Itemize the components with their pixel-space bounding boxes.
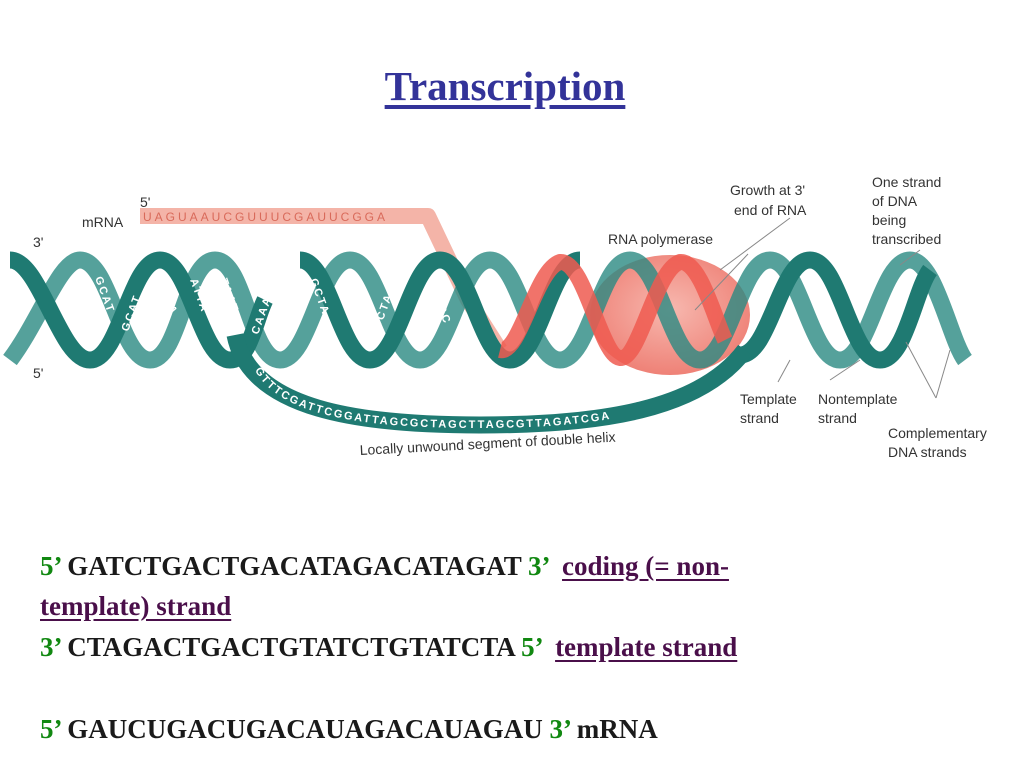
template-3prime: 3’ xyxy=(40,632,61,662)
nontemplate-label-2: strand xyxy=(818,410,857,426)
mrna-sequence-text: GAUCUGACUGACAUAGACAUAGAU xyxy=(67,714,543,744)
complementary-label-1: Complementary xyxy=(888,425,987,441)
mrna-line: 5’ GAUCUGACUGACAUAGACAUAGAU 3’ mRNA xyxy=(40,709,658,749)
three-prime-left-label: 3' xyxy=(33,234,43,250)
template-5prime: 5’ xyxy=(521,632,542,662)
coding-strand-line: 5’ GATCTGACTGACATAGACATAGAT 3’ coding (=… xyxy=(40,546,729,586)
template-strand-line: 3’ CTAGACTGACTGTATCTGTATCTA 5’ template … xyxy=(40,627,737,667)
growth-label-2: end of RNA xyxy=(734,202,807,218)
growth-label-1: Growth at 3' xyxy=(730,182,805,198)
coding-3prime: 3’ xyxy=(528,551,549,581)
coding-strand-link-2[interactable]: template) strand xyxy=(40,591,232,621)
mrna-5prime: 5’ xyxy=(40,714,61,744)
page-title: Transcription xyxy=(384,63,626,109)
mrna-sequence: UAGUAAUCGUUUCGAUUCGGA xyxy=(143,210,388,224)
coding-strand-link[interactable]: coding (= non- xyxy=(562,551,729,581)
rna-polymerase-label: RNA polymerase xyxy=(608,231,713,247)
five-prime-left-label: 5' xyxy=(33,365,43,381)
nontemplate-label-1: Nontemplate xyxy=(818,391,898,407)
dna-strand-front-2 xyxy=(297,251,583,369)
dna-strand-back xyxy=(3,251,973,369)
unwound-loop-strand xyxy=(226,332,752,434)
helix-bases-10: ATCGC xyxy=(425,277,453,326)
transcription-diagram: UAGUAAUCGUUUCGAUUCGGA GTTTCGATTCGGATTAGC… xyxy=(3,174,987,460)
coding-strand-line-2: template) strand xyxy=(40,586,231,626)
template-strand-link[interactable]: template strand xyxy=(555,632,738,662)
mrna-label-text: mRNA xyxy=(576,714,658,744)
mrna-label: mRNA xyxy=(82,214,124,230)
one-strand-label-1: One strand xyxy=(872,174,941,190)
helix-bases-1: CGTA xyxy=(63,287,87,327)
rna-helix-red xyxy=(498,254,733,366)
one-strand-label-2: of DNA xyxy=(872,193,918,209)
coding-5prime: 5’ xyxy=(40,551,61,581)
template-sequence: CTAGACTGACTGTATCTGTATCTA xyxy=(67,632,515,662)
template-label-1: Template xyxy=(740,391,797,407)
template-label-2: strand xyxy=(740,410,779,426)
mrna-3prime: 3’ xyxy=(549,714,570,744)
complementary-label-2: DNA strands xyxy=(888,444,967,460)
one-strand-label-4: transcribed xyxy=(872,231,941,247)
five-prime-top-label: 5' xyxy=(140,194,150,210)
coding-sequence: GATCTGACTGACATAGACATAGAT xyxy=(67,551,522,581)
one-strand-label-3: being xyxy=(872,212,906,228)
dna-strand-front-3 xyxy=(738,251,938,369)
